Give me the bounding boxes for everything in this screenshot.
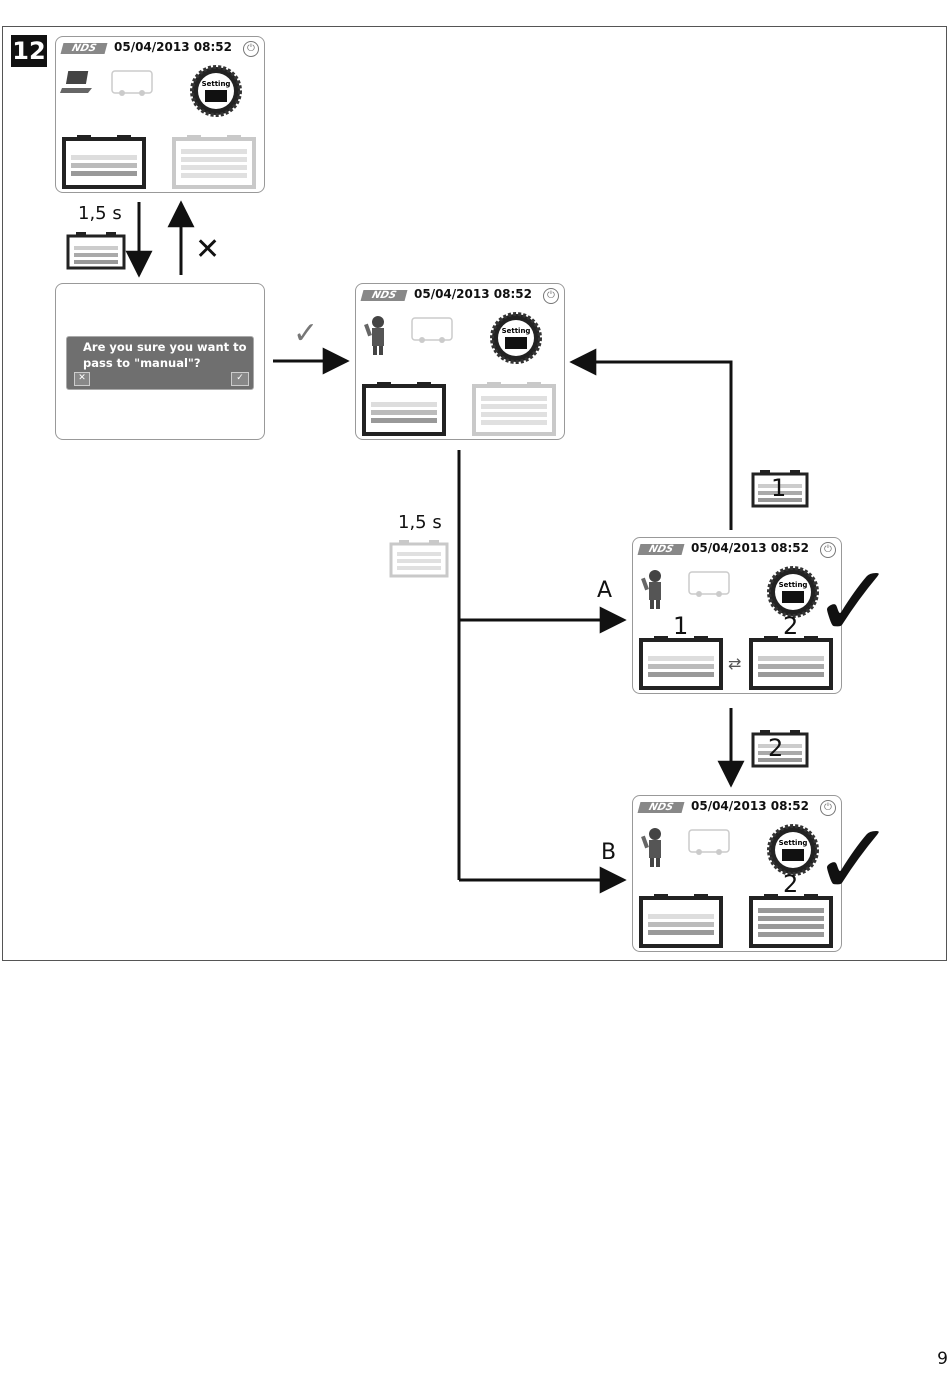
swap-icon[interactable]: ⇄ — [728, 654, 742, 673]
battery-select-2-icon — [751, 730, 809, 768]
datetime: 05/04/2013 08:52 — [691, 799, 809, 813]
big-checkmark-a: ✓ — [812, 543, 896, 660]
battery-select-1-icon — [751, 470, 809, 508]
hold-battery-icon-1 — [66, 232, 126, 270]
mode-icons: Setting — [364, 312, 542, 364]
hold-time-label-2: 1,5 s — [398, 512, 442, 533]
datetime: 05/04/2013 08:52 — [414, 287, 532, 301]
branch-a-label: A — [597, 578, 613, 603]
screen-battery-2-number: 2 — [783, 612, 799, 640]
mode-icons: Setting — [641, 566, 819, 618]
mode-icons: Setting — [60, 65, 242, 117]
battery-1-icon[interactable] — [638, 894, 724, 948]
battery-2-icon[interactable] — [748, 894, 834, 948]
battery-1-icon[interactable] — [638, 636, 724, 690]
screen-auto: NDS 05/04/2013 08:52 ⏻ Setting — [55, 36, 265, 193]
van-icon — [688, 571, 730, 597]
van-icon — [111, 70, 153, 96]
hold-battery-icon-2 — [389, 540, 449, 578]
screen-battery-2-number: 2 — [783, 870, 799, 898]
van-icon — [688, 829, 730, 855]
battery-select-2-label: 2 — [768, 734, 784, 762]
setting-text: Setting — [779, 581, 808, 589]
figure-frame — [2, 26, 947, 961]
setting-gear-icon: Setting — [490, 312, 542, 364]
dialog-line-2: pass to "manual"? — [83, 356, 201, 370]
hold-time-label-1: 1,5 s — [78, 203, 122, 224]
confirm-mark: ✓ — [293, 316, 319, 351]
nds-logo: NDS — [637, 544, 685, 555]
battery-1-icon[interactable] — [61, 135, 147, 189]
mechanic-icon — [641, 828, 661, 867]
nds-logo: NDS — [360, 290, 408, 301]
datetime: 05/04/2013 08:52 — [691, 541, 809, 555]
setting-text: Setting — [502, 327, 531, 335]
mechanic-icon — [364, 316, 384, 355]
confirm-dialog: Are you sure you want to pass to "manual… — [66, 336, 254, 390]
setting-text: Setting — [779, 839, 808, 847]
cancel-mark: ✕ — [195, 232, 221, 267]
power-icon[interactable]: ⏻ — [543, 288, 559, 304]
dialog-ok-button[interactable]: ✓ — [231, 372, 249, 386]
screen-branch-a: NDS 05/04/2013 08:52 ⏻ Setting 1 ⇄ 2 — [632, 537, 842, 694]
battery-2-icon[interactable] — [171, 135, 257, 189]
laptop-icon — [60, 71, 92, 93]
screen-battery-1-number: 1 — [673, 612, 689, 640]
battery-2-icon[interactable] — [471, 382, 557, 436]
branch-b-label: B — [601, 840, 617, 865]
arrow-return-to-manual — [569, 348, 733, 530]
battery-1-icon[interactable] — [361, 382, 447, 436]
page-number: 9 — [937, 1349, 948, 1369]
nds-logo: NDS — [60, 43, 108, 54]
battery-2-icon[interactable] — [748, 636, 834, 690]
screen-confirm-dialog: Are you sure you want to pass to "manual… — [55, 283, 265, 440]
dialog-line-1: Are you sure you want to — [83, 340, 247, 354]
power-icon[interactable]: ⏻ — [820, 800, 836, 816]
power-icon[interactable]: ⏻ — [820, 542, 836, 558]
battery-select-1-label: 1 — [771, 474, 787, 502]
step-number: 12 — [11, 35, 47, 67]
van-icon — [411, 317, 453, 343]
screen-manual: NDS 05/04/2013 08:52 ⏻ Setting — [355, 283, 565, 440]
dialog-cancel-button[interactable]: ✕ — [74, 372, 90, 386]
setting-gear-icon: Setting — [190, 65, 242, 117]
setting-gear-icon: Setting — [767, 824, 819, 876]
big-checkmark-b: ✓ — [812, 801, 896, 918]
datetime: 05/04/2013 08:52 — [114, 40, 232, 54]
mode-icons: Setting — [641, 824, 819, 876]
mechanic-icon — [641, 570, 661, 609]
screen-branch-b: NDS 05/04/2013 08:52 ⏻ Setting 2 — [632, 795, 842, 952]
power-icon[interactable]: ⏻ — [243, 41, 259, 57]
setting-text: Setting — [202, 80, 231, 88]
setting-gear-icon: Setting — [767, 566, 819, 618]
nds-logo: NDS — [637, 802, 685, 813]
